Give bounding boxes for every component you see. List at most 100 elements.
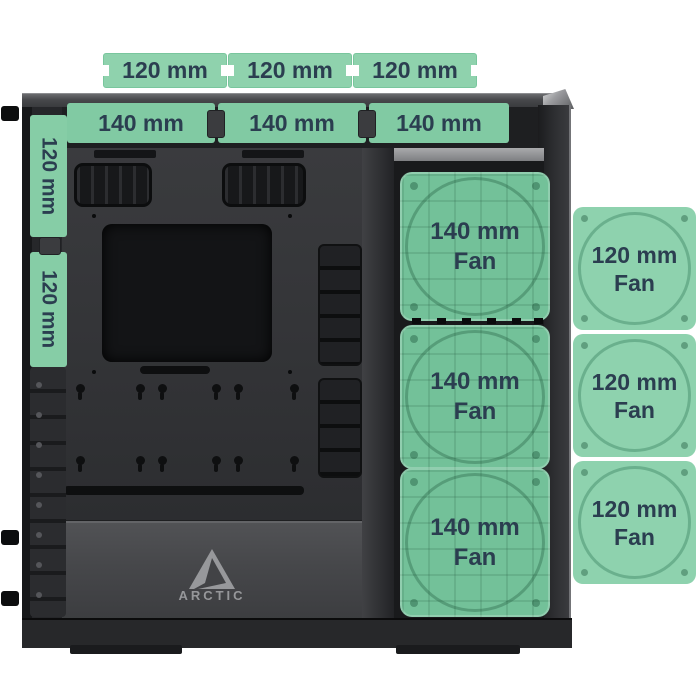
- left-fan-slot: 120 mm: [30, 115, 67, 237]
- psu-shroud: [62, 521, 362, 620]
- fan-screw-hole: [410, 335, 418, 343]
- fan-circle: [578, 466, 691, 579]
- standoff-cutout: [136, 384, 145, 400]
- case-top-rear-corner: [543, 89, 574, 109]
- top-fan-slot: 140 mm: [218, 103, 366, 143]
- side-fan-overlay: 120 mm Fan: [573, 461, 696, 584]
- thumbscrew: [1, 591, 19, 606]
- fan-size-label: 120 mm: [37, 270, 61, 349]
- filter-clip: [534, 318, 543, 324]
- cable-clip: [242, 150, 304, 158]
- cable-cover: [318, 244, 362, 366]
- fan-screw-hole: [581, 469, 588, 476]
- fan-circle: [405, 473, 545, 612]
- fan-screw-hole: [581, 315, 588, 322]
- fan-screw-hole: [581, 442, 588, 449]
- rivet: [36, 412, 42, 418]
- screw-hole: [288, 370, 292, 374]
- rail-clip: [207, 110, 225, 138]
- fan-size-label: 140 mm: [396, 109, 482, 136]
- front-panel-rail: [30, 367, 66, 617]
- rivet: [36, 592, 42, 598]
- fan-screw-hole: [532, 335, 540, 343]
- fan-screw-hole: [410, 599, 418, 607]
- fan-screw-hole: [532, 303, 540, 311]
- front-fan-overlay: 140 mm Fan: [400, 172, 550, 321]
- fan-screw-hole: [681, 442, 688, 449]
- standoff-cutout: [158, 456, 167, 472]
- rivet: [36, 442, 42, 448]
- rivet: [36, 472, 42, 478]
- rivet: [36, 382, 42, 388]
- fan-size-label: 120 mm: [372, 57, 458, 83]
- side-fan-overlay: 120 mm Fan: [573, 334, 696, 457]
- rail-clip: [39, 237, 61, 255]
- front-fan-overlay: 140 mm Fan: [400, 468, 550, 617]
- fan-screw-hole: [681, 569, 688, 576]
- rivet: [36, 502, 42, 508]
- top-fan-slot: 140 mm: [369, 103, 509, 143]
- front-fan-bay-top: [394, 148, 544, 161]
- rivet: [36, 562, 42, 568]
- case-front-wall: [22, 105, 32, 646]
- fan-size-label: 120 mm: [37, 136, 61, 216]
- cpu-cooler-cutout: [102, 224, 272, 362]
- fan-screw-hole: [532, 451, 540, 459]
- fan-circle: [405, 177, 545, 316]
- case-foot: [70, 645, 182, 654]
- chassis-divider: [362, 148, 394, 618]
- thumbscrew: [1, 106, 19, 121]
- fan-screw-hole: [681, 342, 688, 349]
- notch: [471, 65, 478, 76]
- top-fan-tab: 120 mm: [352, 53, 478, 88]
- notch: [102, 65, 109, 76]
- top-fan-tab: 120 mm: [102, 53, 228, 88]
- fan-screw-hole: [581, 215, 588, 222]
- standoff-cutout: [234, 384, 243, 400]
- notch: [346, 65, 353, 76]
- rail-clip: [358, 110, 376, 138]
- fan-circle: [578, 212, 691, 325]
- cable-grommet: [74, 163, 152, 207]
- fan-screw-hole: [410, 182, 418, 190]
- filter-clip: [462, 318, 471, 324]
- standoff-cutout: [158, 384, 167, 400]
- case-bottom-frame: [22, 618, 572, 648]
- standoff-cutout: [212, 456, 221, 472]
- filter-clip: [412, 318, 421, 324]
- fan-size-label: 120 mm: [122, 57, 208, 83]
- cable-slot: [64, 486, 304, 495]
- standoff-cutout: [290, 456, 299, 472]
- fan-size-label: 140 mm: [249, 109, 335, 136]
- cable-clip: [94, 150, 156, 158]
- arctic-logo-icon: [189, 549, 235, 589]
- fan-circle: [578, 339, 691, 452]
- notch: [227, 65, 234, 76]
- fan-screw-hole: [410, 478, 418, 486]
- screw-hole: [92, 214, 96, 218]
- filter-clip: [437, 318, 446, 324]
- standoff-cutout: [212, 384, 221, 400]
- top-fan-tab: 120 mm: [227, 53, 353, 88]
- standoff-cutout: [290, 384, 299, 400]
- fan-screw-hole: [681, 215, 688, 222]
- fan-size-label: 140 mm: [98, 109, 184, 136]
- cable-slot: [140, 366, 210, 374]
- case-foot: [396, 645, 520, 654]
- screw-hole: [92, 370, 96, 374]
- filter-clip: [487, 318, 496, 324]
- rivet: [36, 532, 42, 538]
- fan-screw-hole: [581, 342, 588, 349]
- fan-size-label: 120 mm: [247, 57, 333, 83]
- fan-screw-hole: [532, 599, 540, 607]
- screw-hole: [288, 214, 292, 218]
- top-fan-slot: 140 mm: [67, 103, 215, 143]
- fan-screw-hole: [532, 182, 540, 190]
- arctic-wordmark: ARCTIC: [178, 588, 246, 603]
- fan-screw-hole: [681, 469, 688, 476]
- standoff-cutout: [234, 456, 243, 472]
- left-fan-slot: 120 mm: [30, 252, 67, 367]
- motherboard-tray: [62, 148, 362, 520]
- notch: [221, 65, 228, 76]
